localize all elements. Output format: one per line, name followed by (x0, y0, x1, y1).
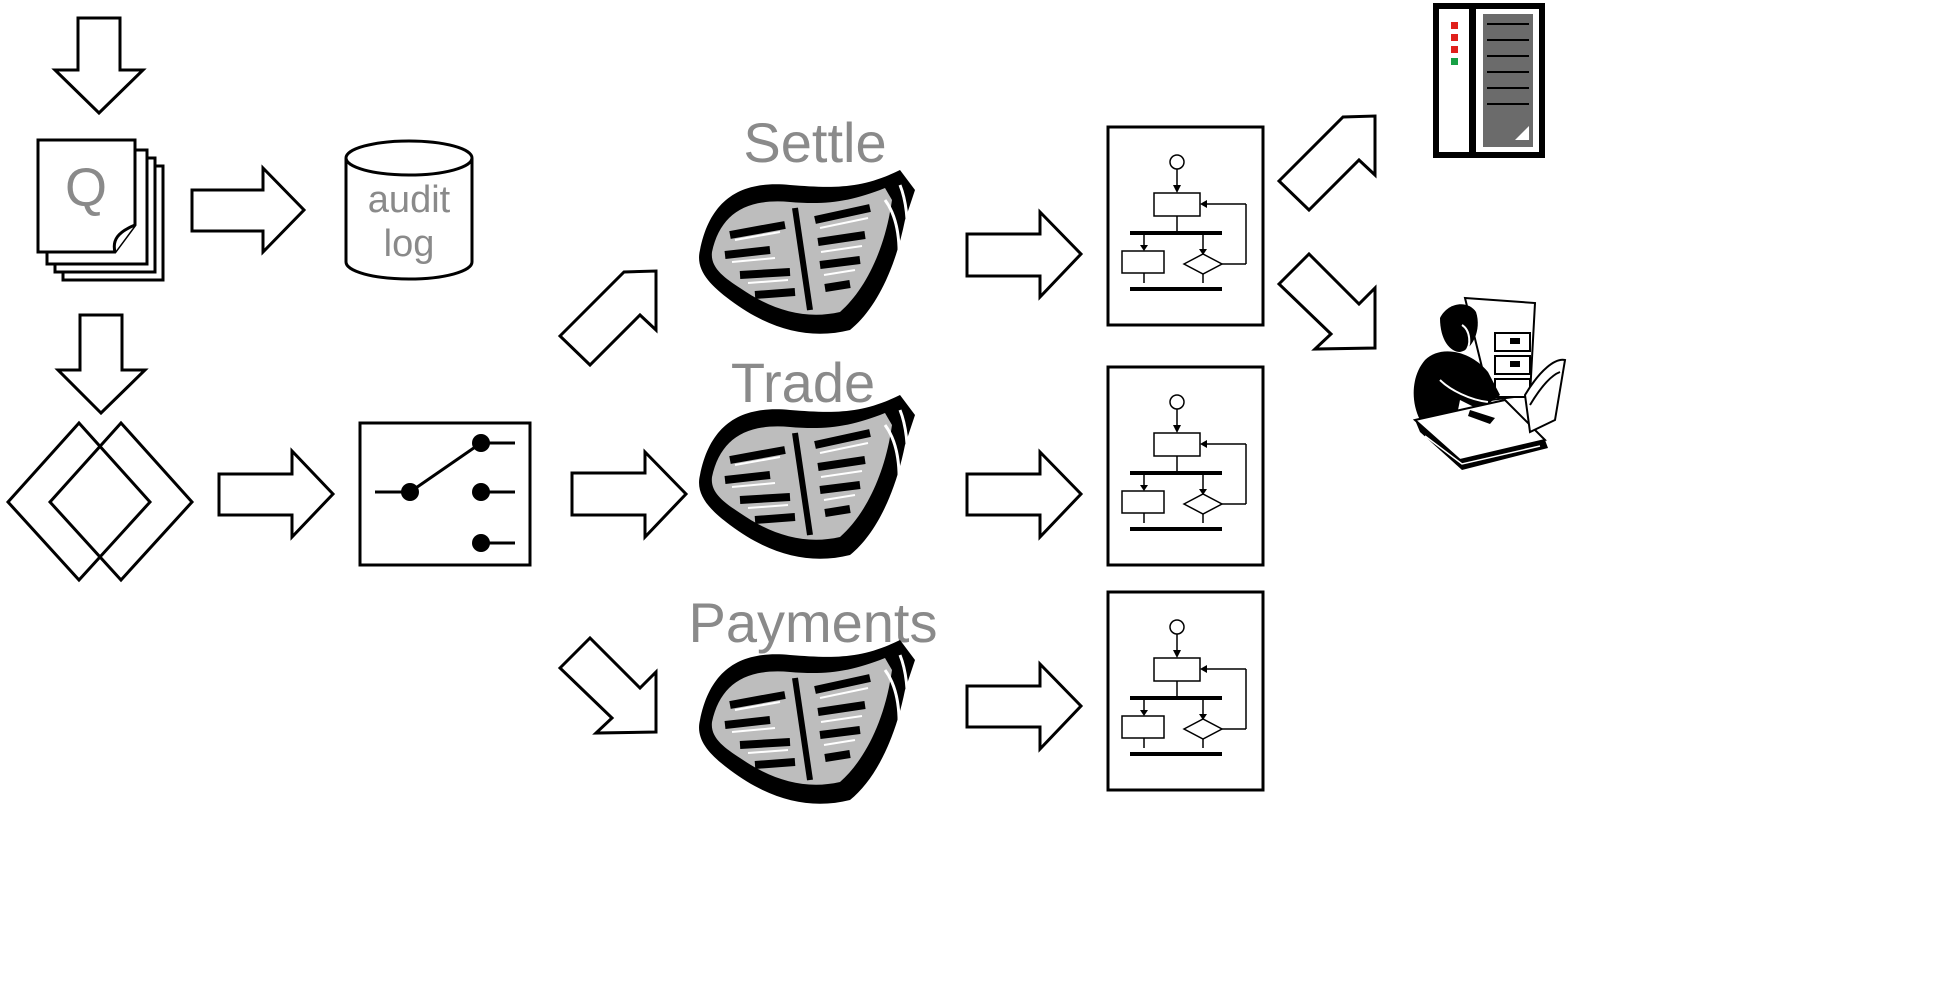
flowchart-icon (1106, 590, 1265, 792)
arrow-to-settle (557, 269, 658, 368)
arrow-to-audit-log (190, 164, 307, 256)
arrow-to-payments (557, 635, 658, 735)
flowchart-icon (1106, 365, 1265, 567)
channel-label-settle: Settle (743, 111, 886, 174)
arrow-to-clerk (1276, 251, 1377, 351)
router-diamonds-icon (5, 420, 195, 583)
arrow-to-switch (217, 447, 336, 541)
channel-label-trade: Trade (731, 351, 875, 414)
arrow-to-server (1276, 114, 1377, 213)
server-rack-icon (1433, 3, 1545, 158)
audit-log-label-line1: audit (368, 179, 451, 221)
inbound-arrow (51, 16, 147, 116)
switch-icon (358, 421, 532, 567)
newspaper-icon (699, 395, 915, 559)
queue-label: Q (65, 158, 107, 218)
audit-log-database-icon: audit log (344, 139, 474, 281)
newspaper-icon (699, 170, 915, 334)
arrow-to-router (54, 313, 149, 416)
queue-document-stack-icon: Q (36, 138, 165, 282)
arrow-to-flowchart-settle (965, 208, 1084, 301)
arrow-to-flowchart-payments (965, 660, 1084, 753)
arrow-to-trade (570, 448, 689, 541)
audit-log-label-line2: log (384, 223, 435, 265)
newspaper-icon (699, 640, 915, 804)
arrow-to-flowchart-trade (965, 448, 1084, 541)
flowchart-icon (1106, 125, 1265, 327)
filing-clerk-icon (1412, 296, 1567, 470)
